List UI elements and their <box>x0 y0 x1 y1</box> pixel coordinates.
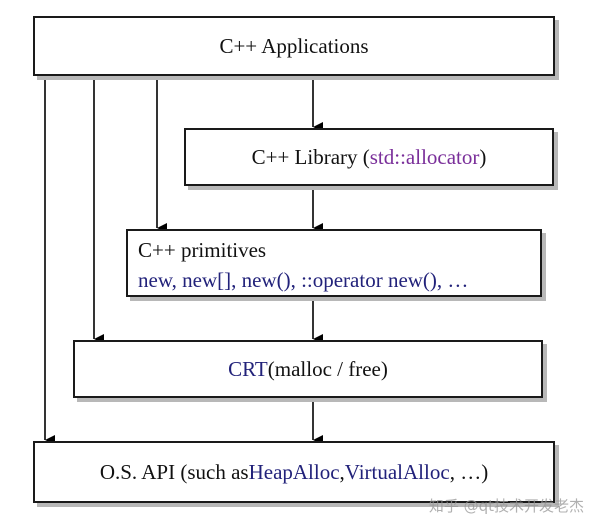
os-api-separator: , <box>339 459 345 484</box>
crt-box: CRT (malloc / free) <box>73 340 543 398</box>
os-api-box: O.S. API (such as HeapAlloc, VirtualAllo… <box>33 441 555 503</box>
virtualalloc-label: VirtualAlloc <box>344 459 450 484</box>
cpp-library-box: C++ Library (std::allocator) <box>184 128 554 186</box>
os-api-suffix: , …) <box>449 459 489 484</box>
heapalloc-label: HeapAlloc <box>248 459 340 484</box>
cpp-primitives-ops: new, new[], new(), ::operator new(), … <box>138 268 469 292</box>
cpp-library-prefix: C++ Library ( <box>251 144 370 169</box>
cpp-applications-box: C++ Applications <box>33 16 555 76</box>
crt-suffix: (malloc / free) <box>267 356 388 381</box>
cpp-library-suffix: ) <box>479 144 487 169</box>
crt-label: CRT <box>228 356 268 381</box>
std-allocator-label: std::allocator <box>369 144 480 169</box>
watermark: 知乎 @qt技术开发老杰 <box>428 497 584 515</box>
os-api-prefix: O.S. API (such as <box>99 459 249 484</box>
cpp-applications-label: C++ Applications <box>219 33 369 58</box>
cpp-primitives-box: C++ primitives new, new[], new(), ::oper… <box>126 229 542 297</box>
cpp-primitives-title: C++ primitives <box>138 238 267 262</box>
